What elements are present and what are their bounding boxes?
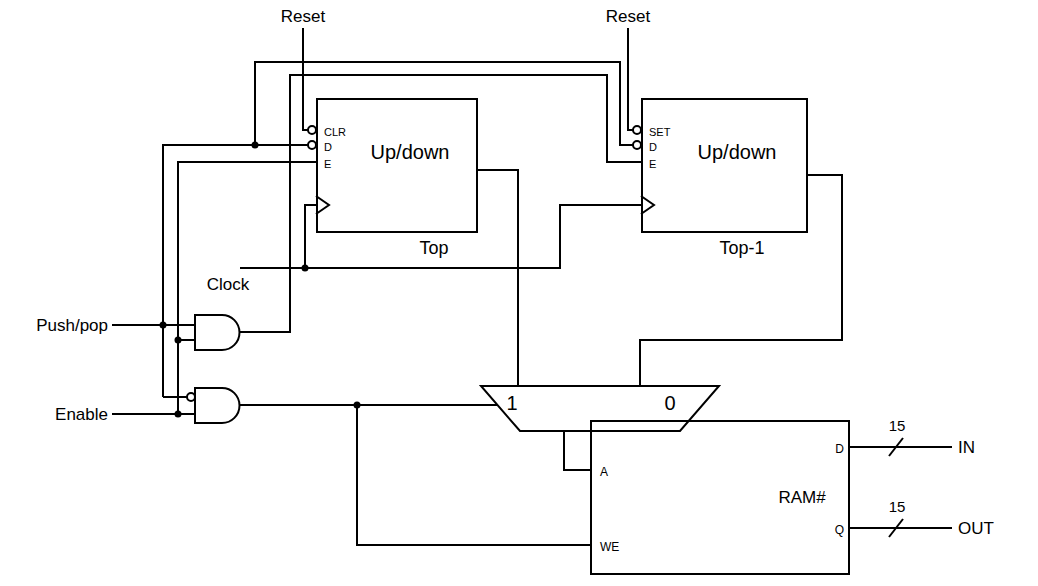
signal-wire [564,432,590,470]
signal-name: Clock [207,276,250,293]
signal-name: Enable [55,406,108,423]
clock-wire [240,205,641,268]
write-enable-wire [357,405,590,545]
signal-name: Push/pop [36,317,108,334]
bus-width: 15 [889,418,906,433]
bus-slash [889,519,903,537]
mux-input-number: 1 [506,393,517,413]
pin-label: SET [649,127,670,138]
pin-label: D [649,142,657,153]
inversion-bubble [308,141,316,149]
and-output-wire [240,404,497,406]
counter-box: SETDEUp/downTop-1 [641,98,808,233]
pin-label: Q [835,524,844,536]
reset-wire [628,28,633,130]
junction-set [160,142,361,418]
memory-name: RAM# [778,489,825,506]
junction-dot [175,411,182,418]
register-name: Top-1 [719,239,764,257]
bus-width: 15 [889,499,906,514]
and-gate [195,315,240,350]
direction-wire [163,145,308,397]
counter-box: CLRDEUp/downTop [316,98,478,233]
pop-wire [163,396,187,398]
enable-wire [178,162,316,414]
signal-wire [478,170,518,385]
mux-input-number: 0 [664,393,675,413]
pin-label: CLR [324,127,346,138]
multiplexer: 10 [480,385,720,432]
bus-slash [889,438,903,456]
register-name: Top [419,239,448,257]
pin-label: WE [600,541,619,553]
wire-set [112,28,952,545]
pin-label: E [324,159,331,170]
counter-type: Up/down [371,142,450,162]
data-out-bus [850,527,952,529]
junction-dot [160,322,167,329]
counter-type: Up/down [698,142,777,162]
ram-block: A D RAM# WE Q [590,420,850,575]
junction-dot [302,265,309,272]
pin-label: E [649,159,656,170]
and-output-wire [240,75,641,332]
pin-label: D [324,142,332,153]
pin-label: D [835,443,844,455]
signal-name: Reset [606,8,650,25]
signal-name: Reset [281,8,325,25]
push-pop-wire [112,324,195,326]
enable-wire [112,413,195,415]
reset-wire [303,28,308,130]
junction-dot [252,142,259,149]
junction-dot [175,337,182,344]
pin-label: A [600,466,608,478]
port-name: IN [958,439,975,456]
data-in-bus [850,446,952,448]
inversion-bubble [187,393,195,401]
junction-dot [354,402,361,409]
port-name: OUT [958,520,994,537]
inversion-bubble [633,141,641,149]
inversion-bubble [633,126,641,134]
inversion-bubble [308,126,316,134]
and-gate [195,388,240,423]
signal-wire [640,175,842,385]
clock-wire [305,205,316,268]
